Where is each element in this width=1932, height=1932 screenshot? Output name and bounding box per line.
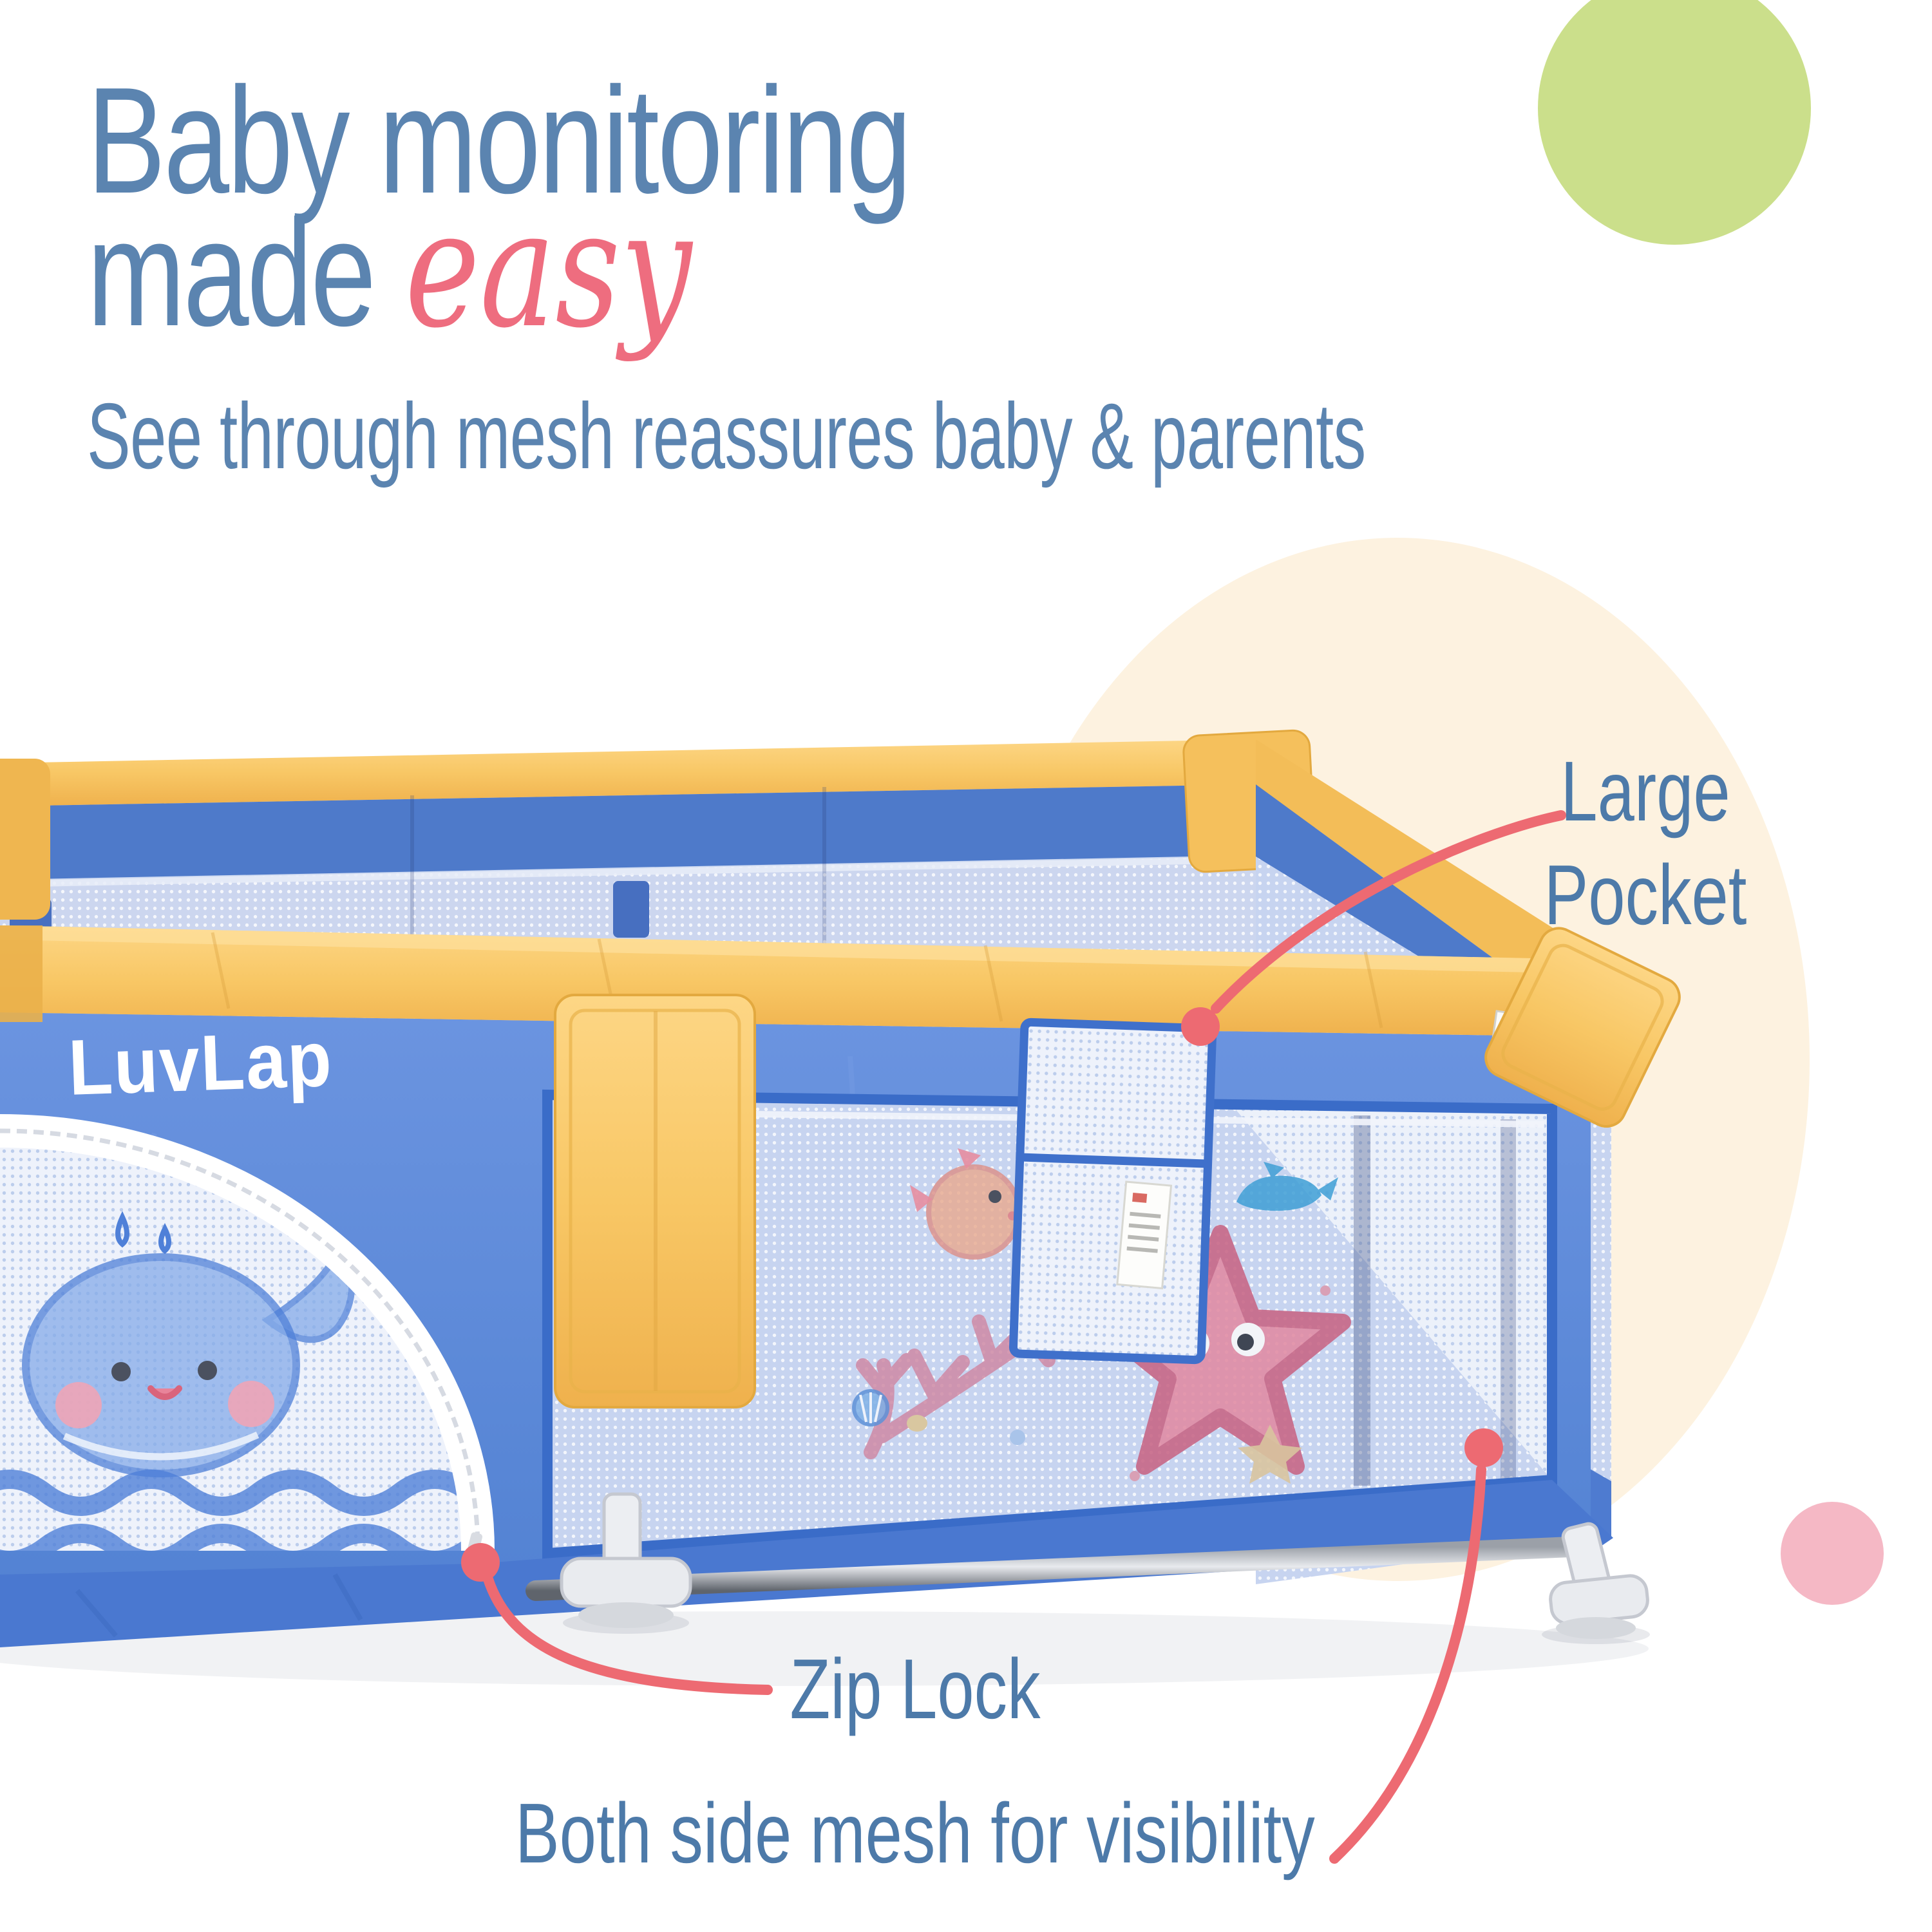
right-corner-foot: [1549, 1522, 1649, 1639]
playpen-front-wall: [0, 925, 1681, 1647]
storage-pocket: [1009, 1018, 1217, 1365]
pink-circle-decor: [1781, 1502, 1884, 1605]
green-circle-decor: [1538, 0, 1811, 245]
side-mesh-leader-line: [1329, 1464, 1486, 1864]
small-star-print: [1238, 1425, 1302, 1484]
frame-pole-silhouette: [1354, 1115, 1370, 1486]
headline-line1: Baby monitoring: [87, 55, 912, 225]
zip-door: [0, 1114, 495, 1557]
left-corner-foot: [560, 1492, 692, 1628]
zipper-teeth: [0, 1128, 480, 1551]
hanging-strap: [554, 994, 756, 1408]
side-mesh-dot: [1464, 1428, 1503, 1467]
large-pocket-dot: [1181, 1007, 1220, 1046]
front-left-rail-fold: [0, 925, 43, 1022]
frame-pole-silhouette: [1501, 1119, 1516, 1483]
right-rail: [1256, 739, 1587, 1027]
playpen-product: [0, 729, 1681, 1686]
back-rail: [0, 739, 1256, 806]
back-tab: [613, 881, 649, 938]
callout-side-mesh: Both side mesh for visibility: [515, 1786, 1315, 1880]
frame-and-feet: [526, 1492, 1650, 1644]
metal-base-tube: [526, 1537, 1582, 1601]
shell-prints: [852, 1389, 1025, 1445]
callout-leader-lines: [461, 810, 1566, 1864]
headline-accent-easy: easy: [404, 175, 692, 364]
callout-zip-lock: Zip Lock: [790, 1642, 1041, 1736]
whale-print: [22, 1211, 355, 1477]
wave-print: [0, 1524, 477, 1551]
zip-lock-leader-line: [483, 1574, 773, 1695]
back-fabric-band: [0, 784, 1256, 881]
care-label-tag: [1116, 1180, 1173, 1290]
large-pocket-leader-line: [1211, 810, 1566, 1014]
callout-large-pocket-line1: Large: [1560, 744, 1730, 838]
zip-lock-dot: [461, 1543, 500, 1582]
floor-shadow: [0, 1611, 1649, 1686]
front-right-corner-wrap: [1484, 927, 1681, 1128]
back-left-corner-wrap: [0, 759, 50, 920]
subtitle: See through mesh reassures baby & parent…: [87, 384, 1366, 488]
wave-print: [0, 1470, 477, 1516]
headline-line2: made easy: [87, 189, 692, 351]
dolphin-print: [1236, 1162, 1338, 1211]
callout-large-pocket: Large Pocket: [1470, 739, 1821, 947]
brand-logo: LuvLap: [67, 1014, 334, 1112]
base-band: [0, 1480, 1613, 1647]
callout-large-pocket-line2: Pocket: [1544, 848, 1747, 943]
headline-word-made: made: [87, 188, 405, 357]
